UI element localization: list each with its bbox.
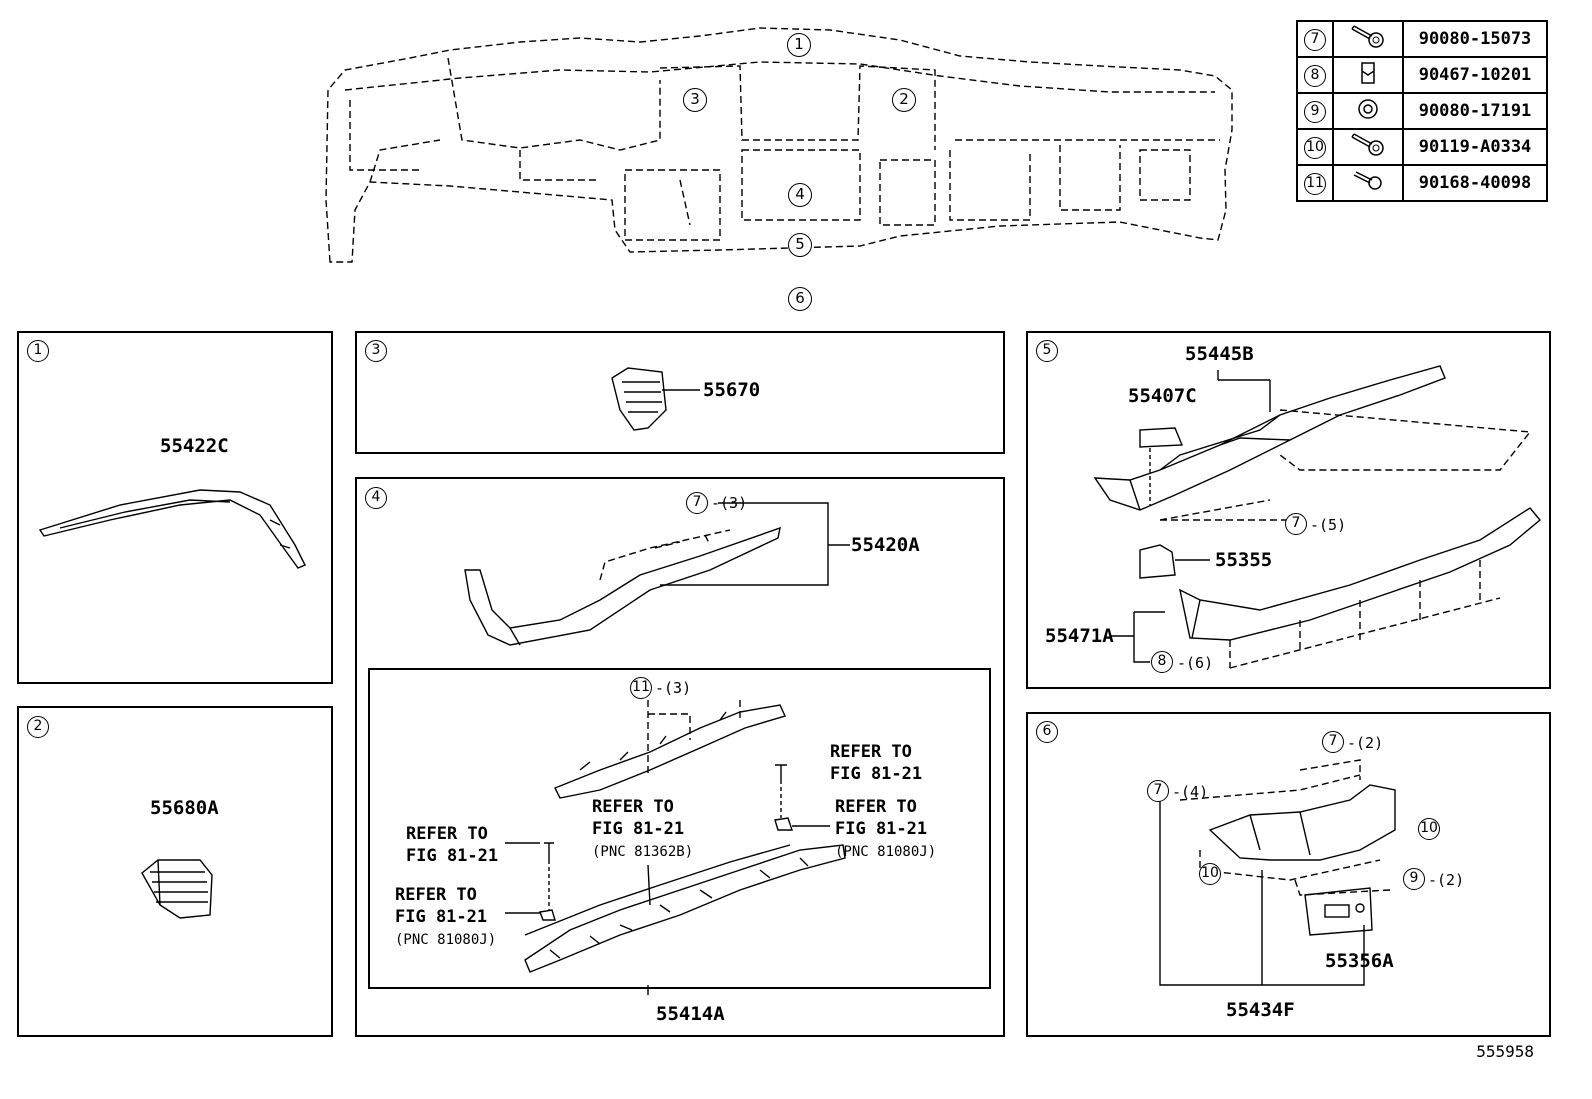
part-label-55670: 55670 <box>703 379 761 401</box>
legend-part-number: 90080-17191 <box>1402 92 1548 130</box>
fastener-callout: 7 <box>1322 731 1344 753</box>
panel-4-subassembly <box>368 668 991 989</box>
legend-row: 8 90467-10201 <box>1296 56 1548 94</box>
legend-part-number: 90168-40098 <box>1402 164 1548 202</box>
legend-part-number: 90119-A0334 <box>1402 128 1548 166</box>
part-55670-drawing <box>611 367 700 431</box>
legend-row: 11 90168-40098 <box>1296 164 1548 202</box>
part-label-55434F: 55434F <box>1226 999 1295 1021</box>
legend-part-number: 90467-10201 <box>1402 56 1548 94</box>
diagram-id: 555958 <box>1476 1042 1534 1061</box>
refer-note: REFER TO FIG 81-21 (PNC 81362B) <box>592 796 693 863</box>
overview-callout-5: 5 <box>788 233 812 257</box>
refer-text: REFER TO FIG 81-21 <box>835 797 928 839</box>
overview-callout-3: 3 <box>683 88 707 112</box>
panel-1 <box>17 331 333 684</box>
fastener-callout: 11 <box>630 677 652 699</box>
panel-5-number: 5 <box>1036 340 1058 362</box>
part-label-55471A: 55471A <box>1045 625 1114 647</box>
overview-callout-4: 4 <box>788 183 812 207</box>
legend-ref: 11 <box>1304 172 1326 195</box>
fastener-callout: 7 <box>1147 780 1169 802</box>
legend-part-number: 90080-15073 <box>1402 20 1548 58</box>
fastener-qty: -(6) <box>1177 654 1214 672</box>
nut-icon <box>1358 99 1378 119</box>
overview-callout-6: 6 <box>788 287 812 311</box>
panel-1-number: 1 <box>27 340 49 362</box>
fastener-callout: 7 <box>1285 513 1307 535</box>
refer-text: REFER TO FIG 81-21 <box>592 797 685 839</box>
part-label-55355: 55355 <box>1215 549 1273 571</box>
fastener-legend-table: 7 90080-15073 8 90467-10201 9 90080-1719… <box>1296 20 1548 202</box>
panel-3 <box>355 331 1005 454</box>
fastener-callout: 9 <box>1403 868 1425 890</box>
bolt-washer-icon <box>1351 25 1384 48</box>
part-label-55407C: 55407C <box>1128 385 1197 407</box>
panel-2-number: 2 <box>27 716 49 738</box>
part-55471A-drawing <box>1110 507 1541 669</box>
fastener-callout: 10 <box>1418 818 1440 840</box>
refer-pnc: (PNC 81362B) <box>592 844 694 860</box>
fastener-qty: -(3) <box>655 679 692 697</box>
panel-2 <box>17 706 333 1037</box>
legend-ref: 10 <box>1304 136 1326 159</box>
legend-row: 7 90080-15073 <box>1296 20 1548 58</box>
refer-pnc: (PNC 81080J) <box>395 932 497 948</box>
bolt-washer-icon <box>1351 133 1384 156</box>
fastener-qty: -(2) <box>1347 734 1384 752</box>
fastener-callout: 8 <box>1151 651 1173 673</box>
overview-callout-2: 2 <box>892 88 916 112</box>
part-label-55680A: 55680A <box>150 797 219 819</box>
legend-ref: 7 <box>1304 28 1326 51</box>
part-55407C-drawing <box>1139 427 1184 505</box>
panel-4-number: 4 <box>365 487 387 509</box>
panel-6 <box>1026 712 1551 1037</box>
fastener-callout: 10 <box>1199 863 1221 885</box>
screw-icon <box>1353 171 1382 190</box>
part-label-55414A: 55414A <box>656 1003 725 1025</box>
part-55422C-drawing <box>38 489 306 569</box>
part-55445B-drawing <box>1093 365 1532 521</box>
part-55434F-drawing <box>1159 759 1396 986</box>
part-55420A-drawing <box>464 502 850 646</box>
fastener-qty: -(4) <box>1172 783 1209 801</box>
fastener-callout: 7 <box>686 492 708 514</box>
part-label-55356A: 55356A <box>1325 950 1394 972</box>
legend-row: 9 90080-17191 <box>1296 92 1548 130</box>
legend-ref: 9 <box>1304 100 1326 123</box>
legend-row: 10 90119-A0334 <box>1296 128 1548 166</box>
panel-4 <box>355 477 1005 1037</box>
refer-text: REFER TO FIG 81-21 <box>395 885 488 927</box>
part-55356A-drawing <box>1304 887 1373 936</box>
part-55680A-drawing <box>141 859 213 919</box>
refer-text: REFER TO FIG 81-21 <box>406 824 499 866</box>
part-label-55420A: 55420A <box>851 534 920 556</box>
panel-6-number: 6 <box>1036 721 1058 743</box>
overview-callout-1: 1 <box>787 33 811 57</box>
refer-note: REFER TO FIG 81-21 (PNC 81080J) <box>395 884 496 951</box>
part-55414A-drawing <box>505 700 846 995</box>
fastener-qty: -(5) <box>1310 516 1347 534</box>
fastener-qty: -(2) <box>1428 871 1465 889</box>
refer-pnc: (PNC 81080J) <box>835 844 937 860</box>
refer-note: REFER TO FIG 81-21 <box>406 823 498 867</box>
refer-note: REFER TO FIG 81-21 (PNC 81080J) <box>835 796 936 863</box>
refer-text: REFER TO FIG 81-21 <box>830 742 923 784</box>
part-55355-drawing <box>1139 544 1210 579</box>
refer-note: REFER TO FIG 81-21 <box>830 741 922 785</box>
dashboard-overview-drawing <box>325 27 1233 263</box>
panel-3-number: 3 <box>365 340 387 362</box>
legend-ref: 8 <box>1304 64 1326 87</box>
fastener-qty: -(3) <box>711 494 748 512</box>
part-label-55422C: 55422C <box>160 435 229 457</box>
part-label-55445B: 55445B <box>1185 343 1254 365</box>
clip-icon <box>1361 62 1375 84</box>
panel-5 <box>1026 331 1551 689</box>
